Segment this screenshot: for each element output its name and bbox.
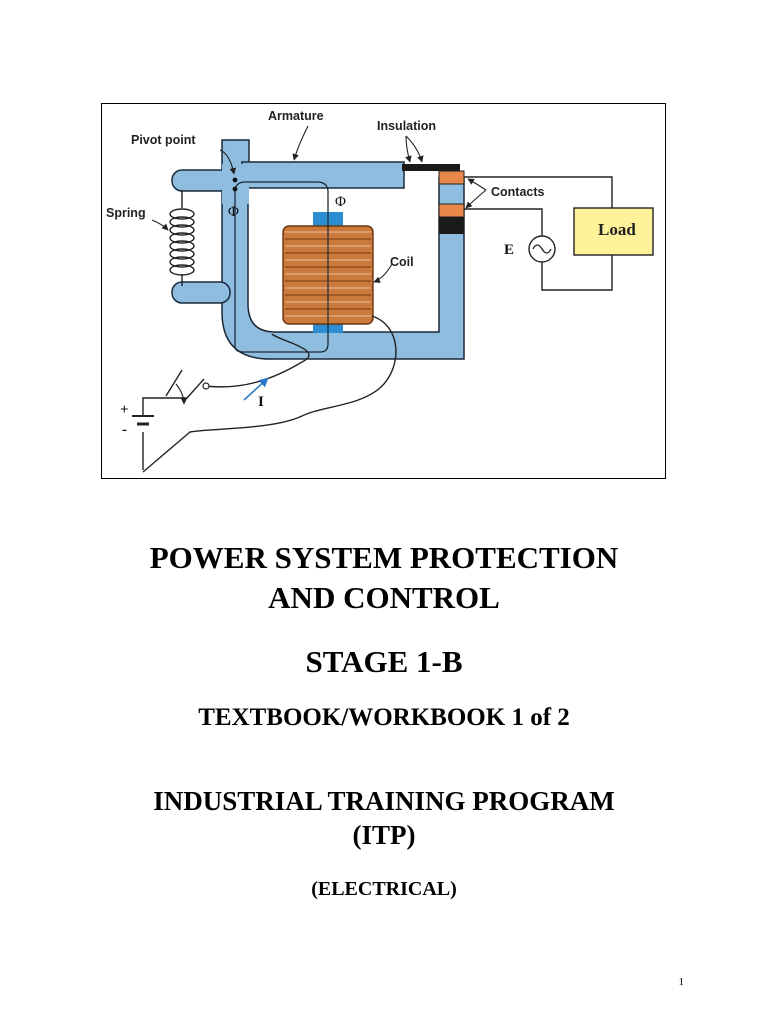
title-line-1: POWER SYSTEM PROTECTION: [149, 540, 619, 575]
label-contacts: Contacts: [491, 185, 545, 199]
label-minus: -: [122, 422, 127, 438]
relay-diagram-svg: Armature Insulation Pivot point Contacts…: [106, 109, 654, 473]
label-flux-left: Φ: [228, 204, 239, 220]
switch: [165, 369, 210, 405]
pivot-dot: [232, 177, 238, 183]
label-plus: +: [120, 402, 129, 418]
label-pivot-point: Pivot point: [131, 133, 196, 147]
program-heading-line-2: (ITP): [352, 820, 416, 850]
spring: [169, 190, 195, 286]
relay-diagram: Armature Insulation Pivot point Contacts…: [101, 103, 666, 479]
title-line-2: AND CONTROL: [268, 580, 500, 615]
wiring: [142, 176, 613, 473]
label-insulation: Insulation: [377, 119, 436, 133]
label-flux-top: Φ: [335, 194, 346, 210]
discipline-heading: (ELECTRICAL): [311, 878, 457, 900]
contacts: [438, 170, 465, 234]
ac-source: [528, 235, 556, 263]
label-arrows: [151, 125, 487, 283]
book-heading: TEXTBOOK/WORKBOOK 1 of 2: [198, 704, 570, 731]
pivot-dot: [232, 186, 238, 192]
label-armature: Armature: [268, 109, 324, 123]
label-source-e: E: [504, 242, 514, 258]
battery: [132, 415, 154, 426]
page-number: 1: [678, 976, 685, 988]
label-load: Load: [598, 220, 636, 239]
program-heading-line-1: INDUSTRIAL TRAINING PROGRAM: [153, 786, 615, 816]
coil: [282, 212, 374, 333]
flux-path: [234, 181, 329, 353]
label-coil: Coil: [390, 255, 414, 269]
label-current-i: I: [258, 394, 264, 410]
current-arrow: [243, 377, 269, 401]
load-box: [573, 207, 654, 256]
label-spring: Spring: [106, 206, 146, 220]
stage-heading: STAGE 1-B: [305, 644, 463, 679]
